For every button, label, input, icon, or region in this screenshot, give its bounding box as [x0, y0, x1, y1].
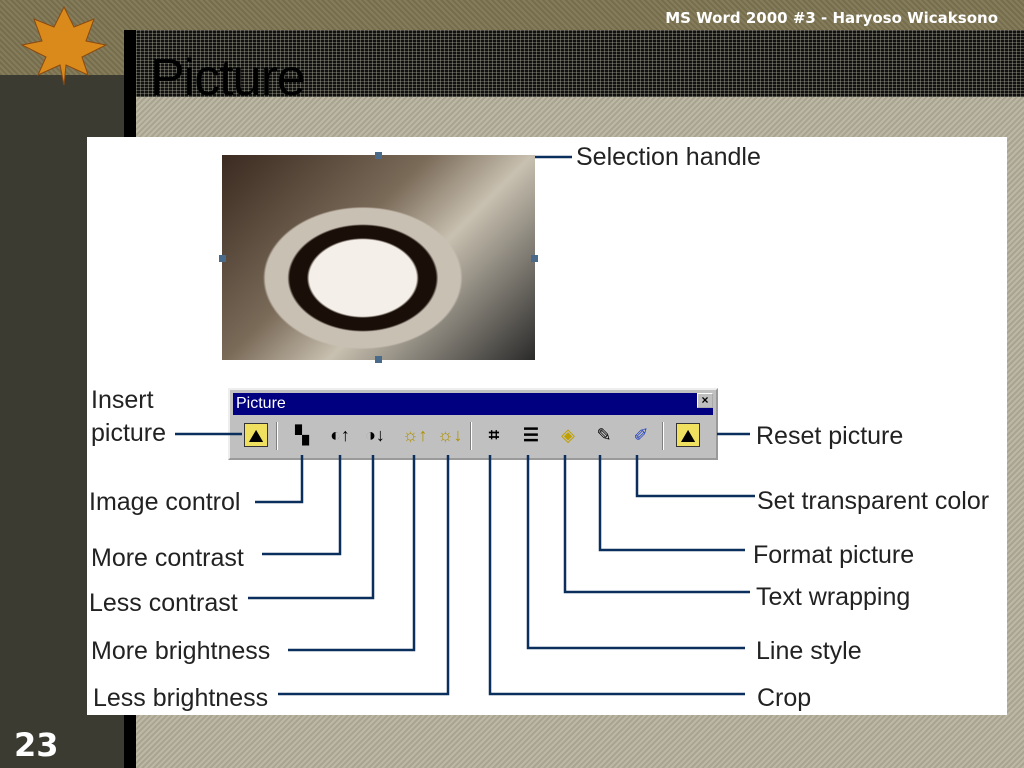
separator — [470, 422, 472, 450]
selection-handle[interactable] — [531, 255, 538, 262]
insert-picture-icon[interactable]: ⛰ — [244, 423, 268, 447]
label-reset-picture: Reset picture — [756, 422, 904, 450]
more-contrast-icon[interactable]: ◐↑ — [330, 425, 350, 445]
label-less-brightness: Less brightness — [93, 684, 269, 712]
label-set-transparent-color: Set transparent color — [757, 487, 990, 515]
reset-picture-icon[interactable]: ⛰ — [676, 423, 700, 447]
less-contrast-icon[interactable]: ◑↓ — [365, 425, 385, 445]
toolbar-title: Picture — [236, 395, 286, 412]
label-line-style: Line style — [756, 637, 862, 665]
set-transparent-color-icon[interactable]: ✐ — [633, 425, 649, 445]
slide-title: Picture — [150, 49, 306, 107]
label-text-wrapping: Text wrapping — [756, 583, 911, 611]
selection-handle[interactable] — [375, 152, 382, 159]
label-insert-picture-line2: picture — [91, 419, 167, 447]
label-less-contrast: Less contrast — [89, 589, 238, 617]
picture-toolbar: Picture × ⛰ ▚ ◐↑ ◑↓ ☼↑ ☼↓ ⌗ ☰ ◈ ✎ ✐ ⛰ — [228, 388, 718, 460]
text-wrapping-icon[interactable]: ◈ — [561, 425, 575, 445]
label-format-picture: Format picture — [753, 541, 915, 569]
separator — [276, 422, 278, 450]
slide-header: MS Word 2000 #3 - Haryoso Wicaksono — [665, 9, 998, 27]
label-insert-picture-line1: Insert — [91, 386, 154, 414]
label-crop: Crop — [757, 684, 812, 712]
label-selection-handle: Selection handle — [576, 143, 761, 171]
image-control-icon[interactable]: ▚ — [295, 425, 309, 445]
toolbar-titlebar[interactable]: Picture — [233, 393, 713, 415]
selection-handle[interactable] — [219, 255, 226, 262]
close-button[interactable]: × — [697, 393, 713, 408]
maple-leaf-logo — [20, 5, 108, 85]
label-more-contrast: More contrast — [91, 544, 244, 572]
more-brightness-icon[interactable]: ☼↑ — [402, 425, 428, 445]
selection-handle[interactable] — [375, 356, 382, 363]
label-more-brightness: More brightness — [91, 637, 271, 665]
label-image-control: Image control — [89, 488, 241, 516]
format-picture-icon[interactable]: ✎ — [596, 425, 612, 445]
less-brightness-icon[interactable]: ☼↓ — [437, 425, 463, 445]
slide-number: 23 — [14, 726, 59, 764]
crop-icon[interactable]: ⌗ — [488, 425, 500, 445]
separator — [662, 422, 664, 450]
line-style-icon[interactable]: ☰ — [522, 425, 540, 445]
title-band — [124, 30, 1024, 97]
coffee-photo — [222, 155, 535, 360]
